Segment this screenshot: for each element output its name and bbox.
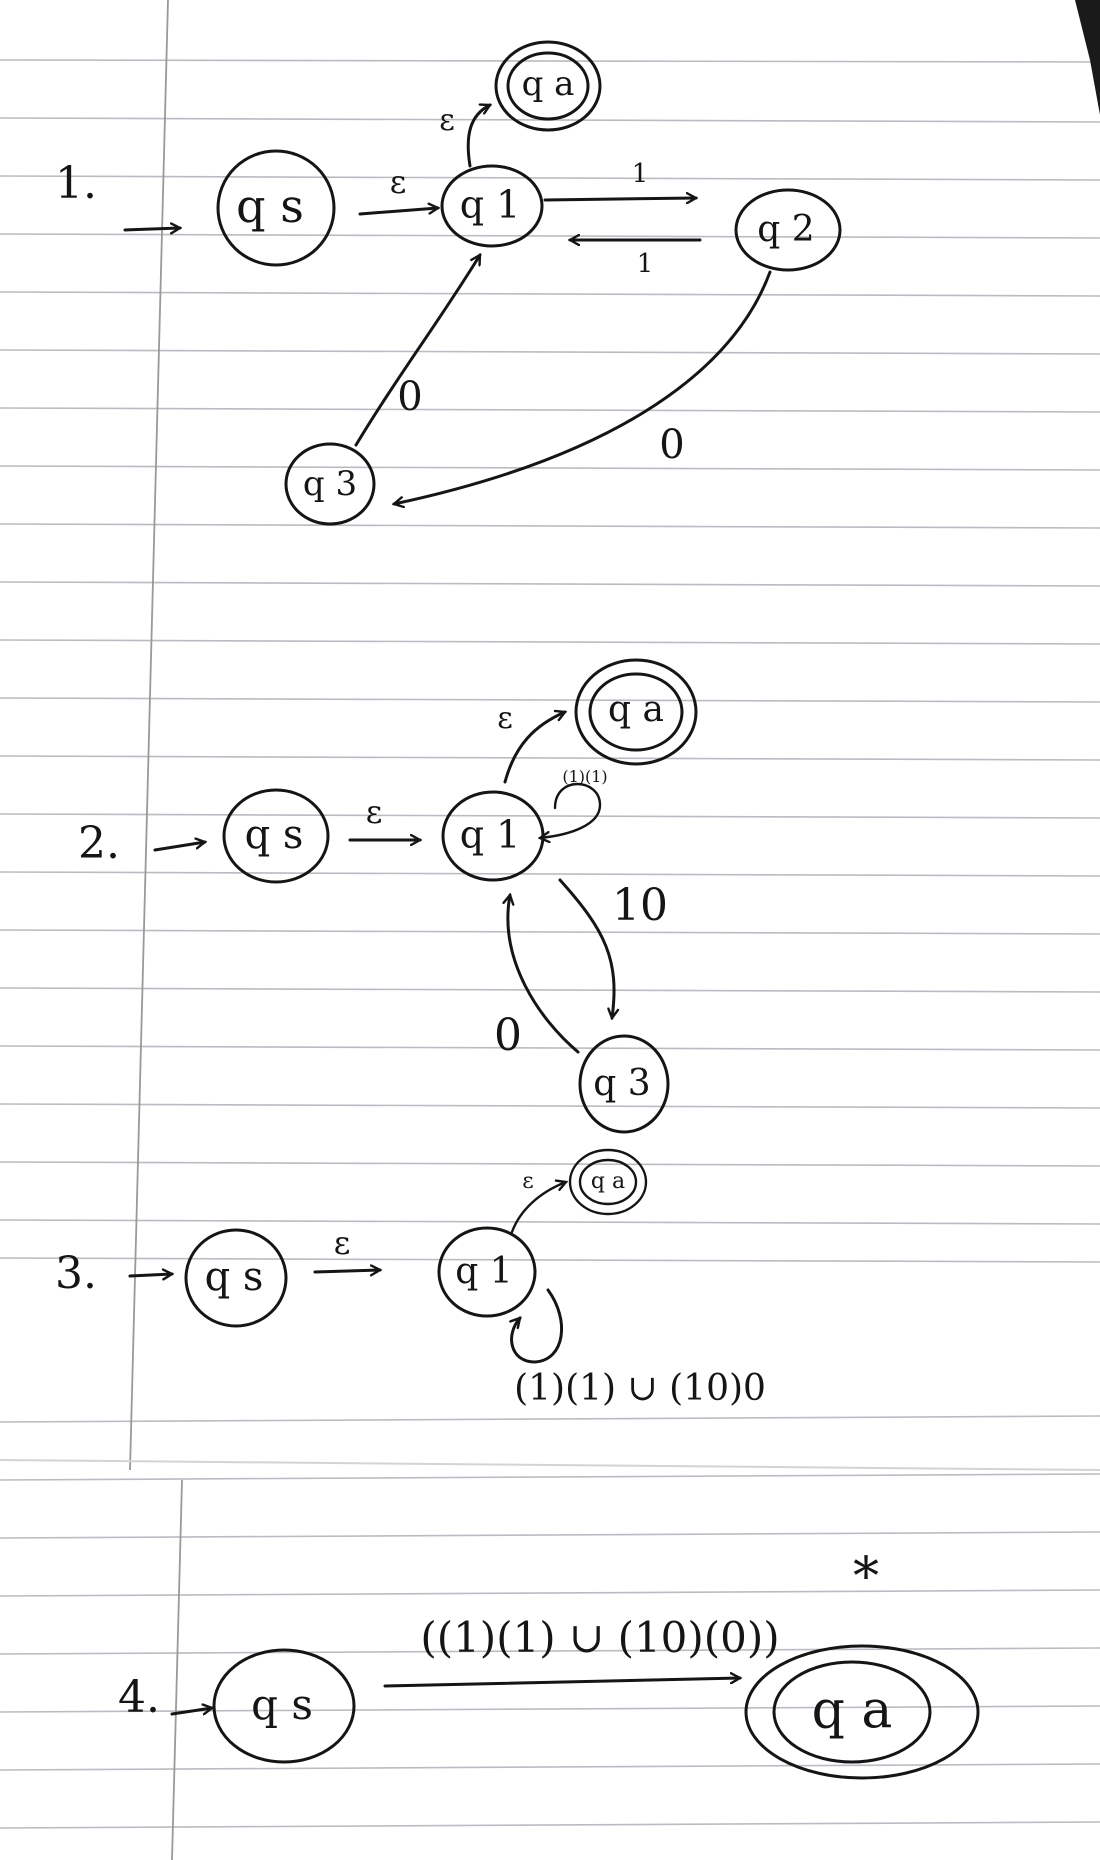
loop-label: (1)(1) bbox=[562, 767, 607, 786]
state-label-q1: q 1 bbox=[455, 1251, 512, 1292]
kleene-star: * bbox=[853, 1547, 879, 1607]
state-label-qa: q a bbox=[812, 1681, 893, 1741]
diagram-step-4: 4. q s ((1)(1) ∪ (10)(0)) * q a bbox=[118, 1547, 980, 1780]
state-label-q1: q 1 bbox=[460, 813, 521, 857]
state-label-qs: q s bbox=[245, 812, 304, 858]
edge-q1-q2 bbox=[543, 198, 696, 200]
step-number: 1. bbox=[55, 158, 97, 209]
edge-label-q1-q3: 10 bbox=[612, 880, 668, 931]
ruled-lines bbox=[0, 59, 1100, 1829]
state-label-q1: q 1 bbox=[460, 183, 521, 227]
state-qa-outer bbox=[744, 1644, 980, 1780]
state-qa bbox=[588, 672, 684, 752]
edge-label-qs-q1: ε bbox=[366, 793, 383, 831]
self-loop-q1 bbox=[512, 1288, 563, 1364]
torn-corner bbox=[1075, 0, 1100, 115]
edge-label-qs-qa: ((1)(1) ∪ (10)(0)) bbox=[420, 1613, 779, 1662]
page-margin-line bbox=[129, 0, 169, 1471]
edge-label-q1-qa: ε bbox=[439, 103, 455, 138]
start-arrow bbox=[128, 1274, 172, 1276]
page-margin-line-lower bbox=[171, 1479, 183, 1860]
state-label-qs: q s bbox=[205, 1254, 264, 1300]
edge-label-q3-q1: 0 bbox=[494, 1010, 522, 1061]
state-qs bbox=[216, 149, 336, 267]
state-qa bbox=[578, 1158, 638, 1206]
edge-label-q2-q1: 1 bbox=[637, 249, 654, 279]
edge-label-q1-qa: ε bbox=[522, 1169, 533, 1194]
step-number: 2. bbox=[78, 818, 120, 869]
state-qa-outer bbox=[494, 40, 602, 132]
edge-qs-qa bbox=[383, 1678, 740, 1688]
edge-q1-qa bbox=[503, 712, 565, 784]
edge-q3-q1 bbox=[508, 895, 580, 1054]
state-qa bbox=[506, 51, 590, 121]
state-q3 bbox=[578, 1034, 670, 1134]
step-number: 3. bbox=[55, 1248, 97, 1299]
state-qs bbox=[184, 1228, 288, 1328]
state-qs bbox=[222, 788, 330, 884]
edge-label-qs-q1: ε bbox=[334, 1224, 351, 1262]
state-label-qa: q a bbox=[608, 689, 664, 730]
loop-label: (1)(1) ∪ (10)0 bbox=[514, 1368, 766, 1409]
diagram-step-2: 2. q s ε q 1 q a ε (1)(1) 10 q 3 0 bbox=[78, 658, 698, 1134]
edge-label-q3-q1: 0 bbox=[397, 374, 422, 420]
state-label-q3: q 3 bbox=[303, 464, 357, 504]
edge-label-q2-q3: 0 bbox=[659, 422, 684, 468]
diagram-step-1: 1. q s ε q 1 q a ε 1 1 q 2 q 3 0 0 bbox=[55, 40, 842, 526]
step-number: 4. bbox=[118, 1672, 160, 1723]
state-label-q3: q 3 bbox=[593, 1063, 650, 1104]
state-label-q2: q 2 bbox=[757, 209, 814, 250]
edge-q3-q1 bbox=[354, 255, 482, 447]
state-q3 bbox=[284, 442, 376, 526]
state-label-qa: q a bbox=[591, 1169, 625, 1194]
state-qa-outer bbox=[568, 1148, 648, 1216]
edge-q1-qa bbox=[510, 1182, 566, 1234]
state-q1 bbox=[440, 164, 544, 248]
state-label-qa: q a bbox=[522, 64, 575, 104]
diagram-step-3: 3. q s ε q 1 q a ε (1)(1) ∪ (10)0 bbox=[55, 1148, 766, 1409]
state-qa-outer bbox=[574, 658, 698, 766]
edge-q1-q3 bbox=[558, 878, 614, 1018]
edge-q1-qa bbox=[466, 105, 490, 168]
edge-qs-q1 bbox=[313, 1270, 380, 1272]
edge-label-qs-q1: ε bbox=[390, 163, 407, 201]
edge-label-q1-qa: ε bbox=[497, 701, 513, 736]
state-qs bbox=[212, 1648, 356, 1764]
start-arrow bbox=[123, 228, 180, 230]
self-loop-q1 bbox=[540, 782, 602, 838]
state-qa bbox=[772, 1660, 932, 1764]
state-q1 bbox=[437, 1226, 537, 1318]
state-label-qs: q s bbox=[236, 179, 304, 233]
edge-label-q1-q2: 1 bbox=[632, 159, 649, 189]
edge-q2-q3 bbox=[394, 270, 772, 504]
state-label-qs: q s bbox=[251, 1680, 313, 1729]
page-edge bbox=[0, 1459, 1100, 1471]
start-arrow bbox=[170, 1708, 212, 1716]
edge-qs-q1 bbox=[358, 208, 438, 216]
state-q2 bbox=[734, 188, 842, 272]
start-arrow bbox=[153, 842, 205, 852]
